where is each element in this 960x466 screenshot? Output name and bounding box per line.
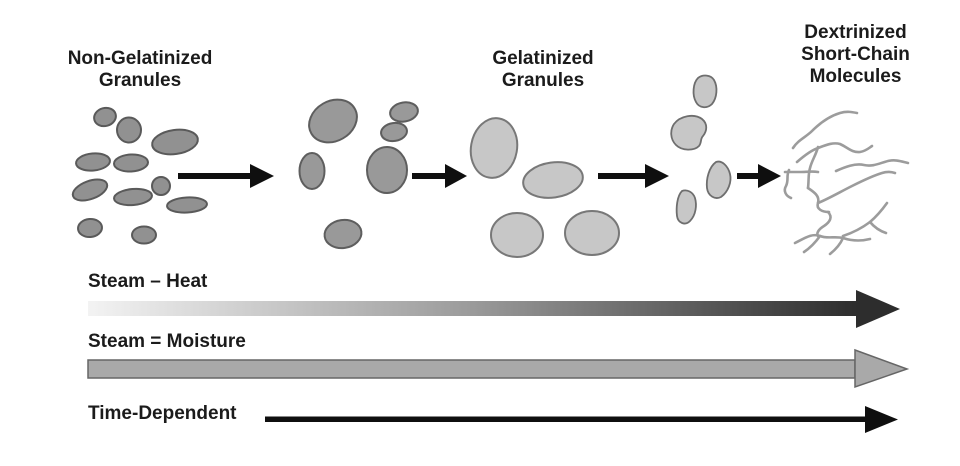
process-arrow-4 [737, 164, 781, 188]
dextrinized-molecules [783, 110, 910, 256]
time-dependent-label: Time-Dependent [88, 403, 237, 424]
fragmented-granules-cluster [670, 74, 732, 225]
gelatinized-granules-cluster [469, 117, 620, 258]
swelling-granules-cluster [298, 98, 419, 250]
stage-label-non-gelatinized: Non-Gelatinized Granules [67, 48, 213, 91]
stage-label-dextrinized: Dextrinized Short-Chain Molecules [801, 22, 910, 87]
time-dependent-arrow [265, 406, 898, 433]
stage-label-gelatinized: Gelatinized Granules [492, 48, 594, 91]
steam-moisture-label: Steam = Moisture [88, 331, 246, 352]
process-arrow-2 [412, 164, 467, 188]
process-arrow-3 [598, 164, 669, 188]
non-gelatinized-granules-cluster [71, 106, 208, 245]
steam-heat-arrow [88, 290, 900, 328]
steam-heat-label: Steam – Heat [88, 271, 208, 292]
steam-moisture-arrow [87, 348, 910, 389]
process-arrow-1 [178, 164, 274, 188]
